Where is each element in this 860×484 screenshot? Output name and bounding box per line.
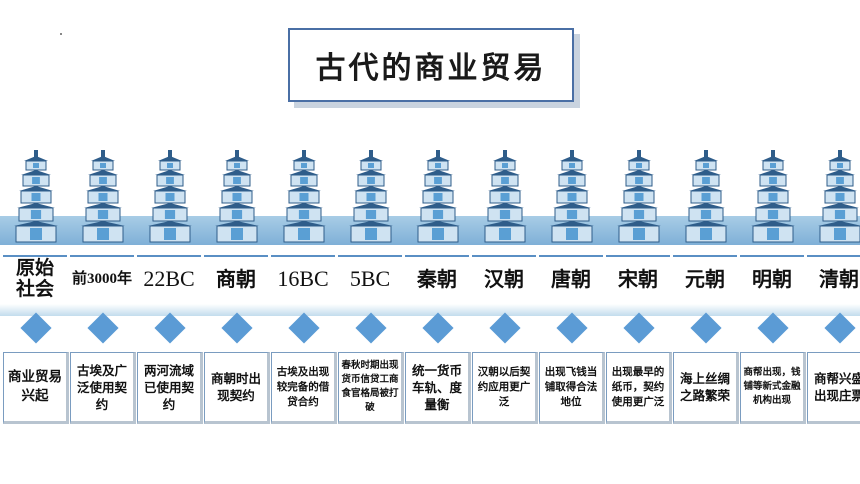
pagoda-icon (282, 150, 326, 244)
pagoda-icon (550, 150, 594, 244)
event-desc-box: 出现飞钱当铺取得合法地位 (539, 352, 605, 424)
event-desc-box: 商帮兴盛出现庄票 (807, 352, 860, 424)
period-label: 5BC (349, 266, 391, 291)
event-desc: 汉朝以后契约应用更广泛 (477, 365, 531, 408)
diamond-marker (623, 312, 655, 344)
event-desc: 古埃及广泛使用契约 (76, 362, 127, 412)
period-label: 汉朝 (484, 267, 524, 291)
period-box: 元朝 (673, 255, 737, 301)
pagoda-icon (81, 150, 125, 244)
event-desc: 商帮出现，钱铺等新式金融机构出现 (743, 367, 801, 406)
period-label: 元朝 (685, 267, 725, 291)
period-label: 宋朝 (618, 267, 658, 291)
period-label: 原始社会 (15, 257, 54, 300)
diamond-marker (757, 312, 789, 344)
period-box: 唐朝 (539, 255, 603, 301)
period-label: 商朝 (216, 267, 256, 291)
diamond-marker (489, 312, 521, 344)
event-desc-box: 两河流域已使用契约 (137, 352, 203, 424)
diamond-marker (690, 312, 722, 344)
diamond-marker (355, 312, 387, 344)
connector-band (0, 304, 860, 316)
event-desc-box: 古埃及出现较完备的借贷合约 (271, 352, 337, 424)
period-box: 16BC (271, 255, 335, 301)
period-box: 原始社会 (3, 255, 67, 301)
event-desc: 商帮兴盛出现庄票 (813, 371, 860, 403)
diamond-marker (422, 312, 454, 344)
pagoda-icon (349, 150, 393, 244)
period-box: 明朝 (740, 255, 804, 301)
period-box: 5BC (338, 255, 402, 301)
event-desc-box: 海上丝绸之路繁荣 (673, 352, 739, 424)
pagoda-icon (14, 150, 58, 244)
diamond-marker (154, 312, 186, 344)
period-label: 唐朝 (551, 267, 591, 291)
period-box: 秦朝 (405, 255, 469, 301)
title-box: 古代的商业贸易 (288, 28, 574, 102)
event-desc-box: 出现最早的纸币，契约使用更广泛 (606, 352, 672, 424)
period-box: 前3000年 (70, 255, 134, 301)
pagoda-icon (617, 150, 661, 244)
period-box: 商朝 (204, 255, 268, 301)
pagoda-icon (818, 150, 860, 244)
event-desc: 出现飞钱当铺取得合法地位 (544, 365, 598, 408)
pagoda-icon (483, 150, 527, 244)
period-box: 清朝 (807, 255, 860, 301)
page-title: 古代的商业贸易 (315, 51, 547, 86)
event-desc-box: 商业贸易兴起 (3, 352, 69, 424)
event-desc: 海上丝绸之路繁荣 (679, 371, 730, 403)
pagoda-icon (148, 150, 192, 244)
stray-dot (60, 33, 62, 35)
diamond-marker (87, 312, 119, 344)
period-label: 清朝 (819, 267, 859, 291)
event-desc-box: 商朝时出现契约 (204, 352, 270, 424)
pagoda-icon (215, 150, 259, 244)
pagoda-icon (751, 150, 795, 244)
event-desc: 古埃及出现较完备的借贷合约 (276, 365, 330, 408)
event-desc: 两河流域已使用契约 (143, 362, 194, 412)
period-box: 22BC (137, 255, 201, 301)
event-desc: 出现最早的纸币，契约使用更广泛 (611, 365, 665, 408)
period-label: 22BC (143, 266, 195, 291)
diamond-marker (288, 312, 320, 344)
diamond-marker (221, 312, 253, 344)
event-desc: 统一货币车轨、度量衡 (411, 362, 462, 412)
event-desc: 商朝时出现契约 (210, 371, 261, 403)
period-box: 宋朝 (606, 255, 670, 301)
diamond-marker (20, 312, 52, 344)
event-desc-box: 古埃及广泛使用契约 (70, 352, 136, 424)
event-desc-box: 汉朝以后契约应用更广泛 (472, 352, 538, 424)
period-box: 汉朝 (472, 255, 536, 301)
period-label: 16BC (277, 266, 329, 291)
event-desc: 春秋时期出现货币信贷工商食官格局被打破 (341, 360, 399, 413)
period-label: 明朝 (752, 267, 792, 291)
pagoda-icon (416, 150, 460, 244)
event-desc-box: 春秋时期出现货币信贷工商食官格局被打破 (338, 352, 404, 424)
event-desc-box: 商帮出现，钱铺等新式金融机构出现 (740, 352, 806, 424)
period-label: 秦朝 (417, 267, 457, 291)
period-label: 前3000年 (71, 271, 132, 287)
pagoda-icon (684, 150, 728, 244)
diamond-marker (824, 312, 856, 344)
event-desc: 商业贸易兴起 (8, 369, 62, 404)
diamond-marker (556, 312, 588, 344)
event-desc-box: 统一货币车轨、度量衡 (405, 352, 471, 424)
